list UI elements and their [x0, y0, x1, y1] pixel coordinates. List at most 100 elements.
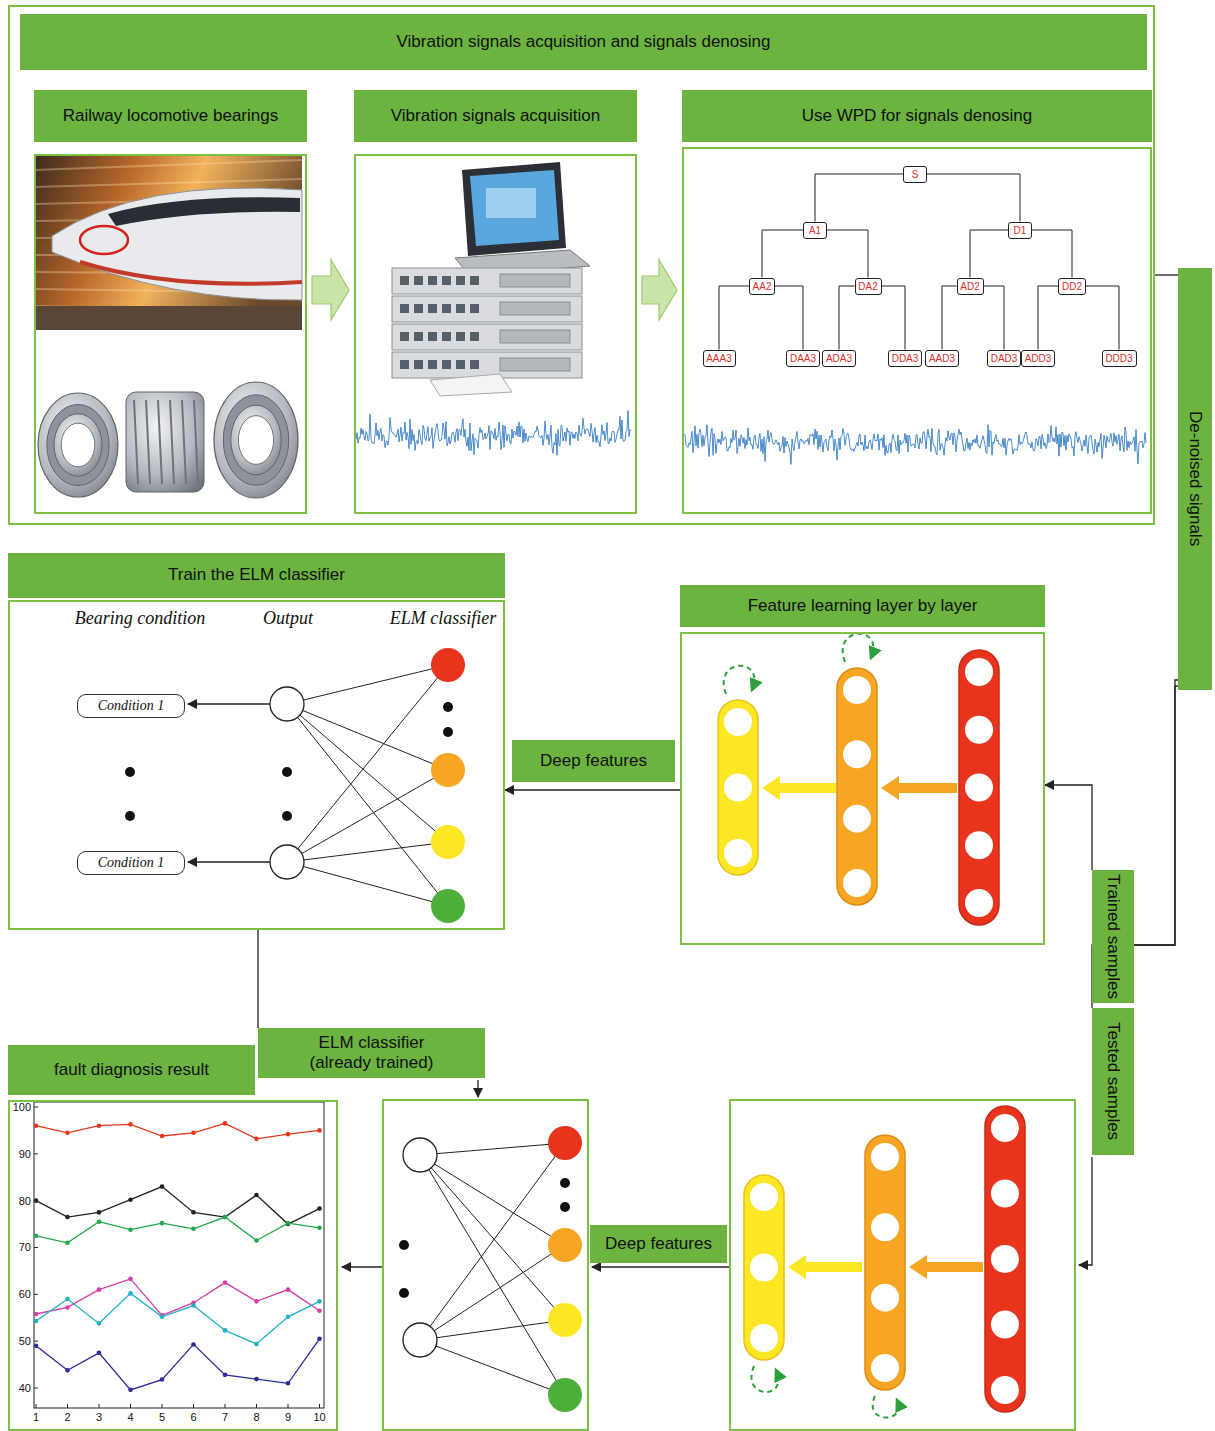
- denoised-vibration-signal: [684, 425, 1146, 465]
- tree-label: AAA3: [706, 353, 732, 364]
- tree-node: D1: [1008, 222, 1032, 239]
- data-point: [160, 1377, 165, 1382]
- axis-tick-label: 3: [96, 1411, 102, 1423]
- roller-line: [146, 400, 150, 484]
- label-band: ELM classifier (already trained): [258, 1028, 485, 1078]
- data-point: [286, 1132, 291, 1137]
- header-text: Feature learning layer by layer: [744, 596, 982, 616]
- bearing-a-inner-ring: [54, 414, 102, 476]
- flow-arrow: [342, 1266, 382, 1267]
- x-tick: [288, 1404, 289, 1408]
- ellipsis-dot: [282, 811, 292, 821]
- weight-line: [287, 704, 448, 770]
- x-tick: [36, 1404, 37, 1408]
- axis-tick-label: 4: [127, 1411, 133, 1423]
- tree-label: AA2: [753, 281, 772, 292]
- ellipsis-dot: [125, 811, 135, 821]
- y-tick: [34, 1107, 38, 1108]
- rack-knob: [414, 304, 423, 313]
- input-layer: [985, 1106, 1025, 1412]
- data-point: [191, 1130, 196, 1135]
- tree-branch: [827, 230, 868, 278]
- output-arrow: [188, 703, 270, 704]
- bearing-a-rollers: [47, 404, 109, 485]
- tree-node: AD2: [957, 278, 984, 295]
- data-point: [97, 1210, 102, 1215]
- weight-line: [420, 1320, 565, 1340]
- recurrent-loop: [752, 1366, 779, 1392]
- condition-label: Condition 1: [98, 698, 165, 714]
- tree-label: AD2: [960, 281, 979, 292]
- rack-panel: [500, 330, 570, 343]
- output-arrow: [188, 861, 270, 862]
- data-series: [36, 1123, 320, 1138]
- neuron: [724, 708, 752, 736]
- classifier-neuron: [431, 753, 465, 787]
- tree-label: DAA3: [790, 353, 816, 364]
- neuron: [991, 1180, 1019, 1208]
- neuron: [965, 658, 993, 686]
- data-point: [254, 1238, 259, 1243]
- tree-node: AAD3: [925, 350, 959, 367]
- output-neuron: [270, 687, 304, 721]
- neuron: [991, 1114, 1019, 1142]
- label-band: Tested samples: [1092, 1008, 1134, 1155]
- header-band: Vibration signals acquisition and signal…: [20, 14, 1147, 70]
- data-point: [65, 1130, 70, 1135]
- header-text: Vibration signals acquisition and signal…: [393, 32, 775, 52]
- band-label: De-noised signals: [1185, 411, 1205, 546]
- panel: Railway locomotive bearings: [34, 90, 307, 514]
- header-text: Vibration signals acquisition: [387, 106, 604, 126]
- rack-knob: [428, 304, 437, 313]
- roller-line: [182, 400, 186, 484]
- weight-line: [287, 665, 448, 704]
- tree-node: DD2: [1058, 278, 1086, 295]
- tree-node: DA2: [855, 278, 882, 295]
- x-tick: [130, 1404, 131, 1408]
- rack-knob: [400, 304, 409, 313]
- tree-label: DDD3: [1105, 353, 1132, 364]
- neuron: [843, 740, 871, 768]
- data-point: [317, 1206, 322, 1211]
- axis-tick-label: 2: [64, 1411, 70, 1423]
- tree-branch: [1086, 286, 1119, 350]
- rack-knob: [428, 360, 437, 369]
- track-bed: [35, 306, 302, 330]
- tree-branch: [882, 286, 906, 350]
- rack-knob: [414, 332, 423, 341]
- rack-knob: [456, 360, 465, 369]
- data-series: [36, 1187, 320, 1225]
- classifier-neuron: [548, 1228, 582, 1262]
- ellipsis-dot: [282, 767, 292, 777]
- data-point: [65, 1305, 70, 1310]
- band-label: ELM classifier (already trained): [297, 1033, 447, 1074]
- hidden-layer-2: [744, 1175, 784, 1360]
- tree-node: DDD3: [1102, 350, 1137, 367]
- data-series: [36, 1339, 320, 1390]
- band-label: Tested samples: [1103, 1022, 1123, 1140]
- rack-knob: [470, 276, 479, 285]
- data-point: [65, 1368, 70, 1373]
- axis-tick-label: 50: [19, 1335, 31, 1347]
- classifier-neuron: [431, 889, 465, 923]
- rack-knob: [442, 360, 451, 369]
- rack-knob: [400, 276, 409, 285]
- x-tick: [67, 1404, 68, 1408]
- data-point: [65, 1241, 70, 1246]
- axis-tick-label: 10: [313, 1411, 325, 1423]
- flow-connector: [1134, 680, 1178, 945]
- classifier-neuron: [548, 1378, 582, 1412]
- hidden-layer-1: [865, 1135, 905, 1390]
- data-point: [34, 1198, 39, 1203]
- data-point: [128, 1122, 133, 1127]
- rack-knob: [428, 276, 437, 285]
- axis-tick-label: 60: [19, 1288, 31, 1300]
- label-band: Trained samples: [1092, 870, 1134, 1003]
- edge-label: Deep features: [536, 751, 651, 771]
- classifier-neuron: [431, 825, 465, 859]
- data-point: [317, 1128, 322, 1133]
- output-neuron: [270, 845, 304, 879]
